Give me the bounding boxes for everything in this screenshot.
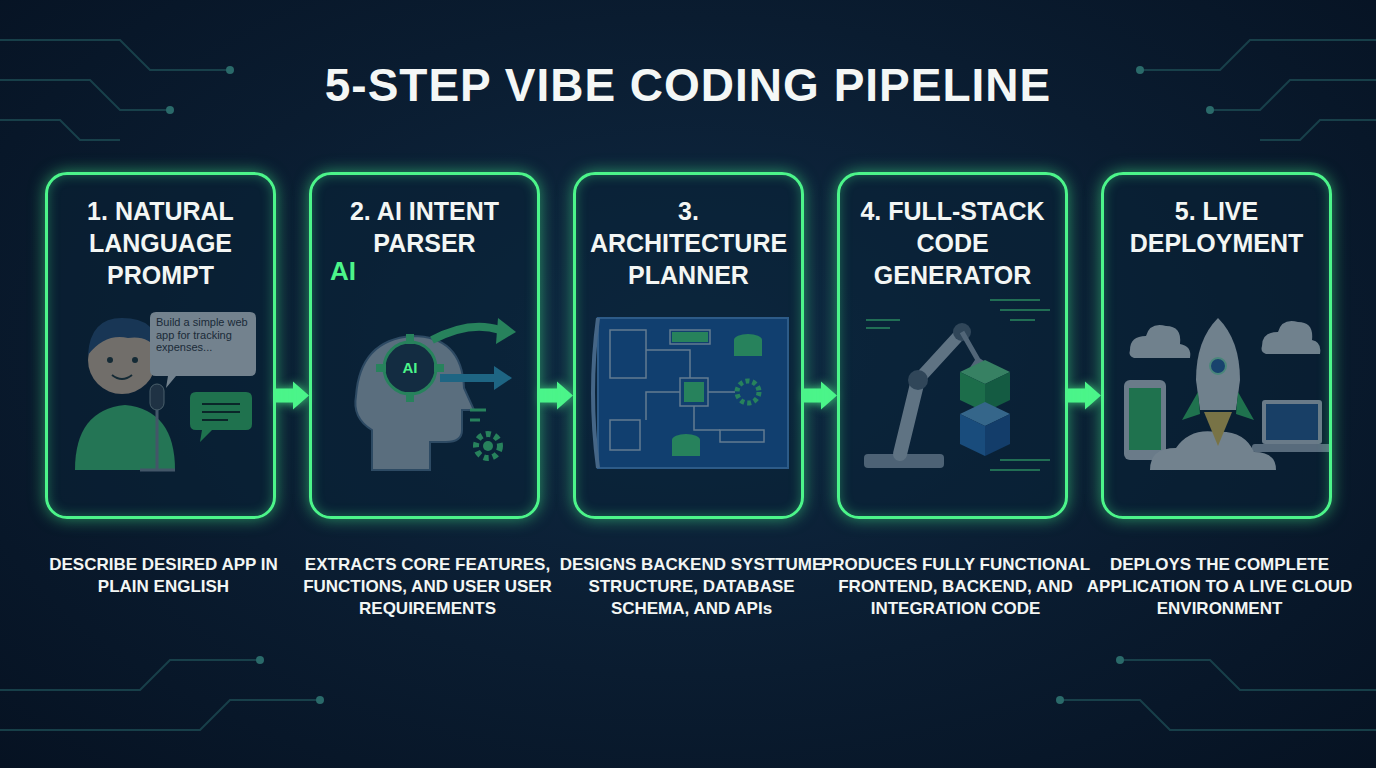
step-heading: 4. FULL-STACK CODE GENERATOR [848,195,1057,291]
step-heading: 5. LIVE DEPLOYMENT [1112,195,1321,259]
flow-arrow [540,382,573,410]
step-description: DESIGNS BACKEND SYSTTUME STRUCTURE, DATA… [556,554,827,620]
step-box: 2. AI INTENT PARSEREXTRACTS CORE FEATURE… [309,172,540,519]
step-heading: 3. ARCHITECTURE PLANNER [584,195,793,291]
speech-bubble-text: Build a simple web app for tracking expe… [156,316,254,354]
diagram-title: 5-STEP VIBE CODING PIPELINE [0,58,1376,112]
step-box: 3. ARCHITECTURE PLANNERDESIGNS BACKEND S… [573,172,804,519]
step-description: EXTRACTS CORE FEATURES, FUNCTIONS, AND U… [292,554,563,620]
step-box: 5. LIVE DEPLOYMENTDEPLOYS THE COMPLETE A… [1101,172,1332,519]
step-heading: 2. AI INTENT PARSER [320,195,529,259]
step-description: PRODUCES FULLY FUNCTIONAL FRONTEND, BACK… [820,554,1091,620]
step-description: DESCRIBE DESIRED APP IN PLAIN ENGLISH [28,554,299,598]
ai-label: AI [330,258,380,284]
step-description: DEPLOYS THE COMPLETE APPLICATION TO A LI… [1084,554,1355,620]
step-heading: 1. NATURAL LANGUAGE PROMPT [56,195,265,291]
ai-label: AI [394,360,426,375]
flow-arrow [276,382,309,410]
step-box: 4. FULL-STACK CODE GENERATORPRODUCES FUL… [837,172,1068,519]
flow-arrow [804,382,837,410]
flow-arrow [1068,382,1101,410]
